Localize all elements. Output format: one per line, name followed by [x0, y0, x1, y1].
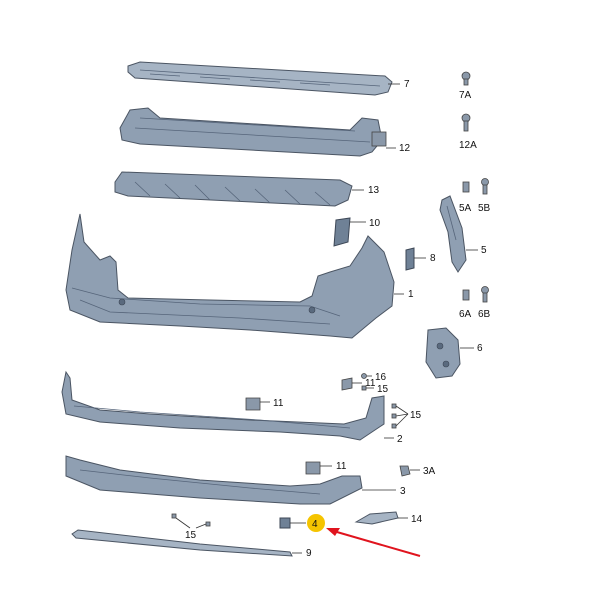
- callout-12: 12: [399, 143, 411, 154]
- callout-16: 16: [375, 372, 387, 383]
- part-8-bracket: 8: [405, 247, 436, 271]
- part-15-clip-upper: 15: [361, 384, 389, 395]
- part-7A-screw: 7A: [459, 71, 472, 101]
- part-7-upper-reinforcement: 7: [127, 61, 410, 96]
- part-3A-fastener: 3A: [399, 465, 436, 477]
- part-11-clip-lower: 11: [305, 461, 347, 475]
- part-16-clip: 16: [361, 372, 387, 383]
- callout-7A: 7A: [459, 90, 472, 101]
- part-12A-bolt: 12A: [459, 113, 477, 151]
- part-13-energy-absorber: 13: [114, 171, 380, 207]
- part-4-highlighted: 4: [279, 514, 325, 532]
- callout-11-c: 11: [336, 461, 347, 472]
- callout-3: 3: [400, 486, 406, 497]
- callout-5B: 5B: [478, 203, 491, 214]
- callout-6A: 6A: [459, 309, 472, 320]
- part-1-bumper-cover: 1: [65, 213, 414, 339]
- part-11-clip-left: 11: [245, 397, 284, 411]
- callout-15-a: 15: [377, 384, 389, 395]
- callout-1: 1: [408, 289, 414, 300]
- part-6A-fastener: 6A: [459, 289, 472, 320]
- part-5-side-bracket: 5: [439, 195, 487, 273]
- callout-4: 4: [312, 519, 318, 530]
- callout-3A: 3A: [423, 466, 436, 477]
- part-2-lower-trim: 2: [61, 370, 403, 445]
- part-15-clips-group: 15: [391, 403, 422, 429]
- part-12-bumper-beam: 12: [119, 107, 411, 157]
- callout-2: 2: [397, 434, 403, 445]
- part-6-mounting-bracket: 6: [425, 327, 483, 379]
- callout-8: 8: [430, 253, 436, 264]
- callout-15-b: 15: [410, 410, 422, 421]
- callout-7: 7: [404, 79, 410, 90]
- part-11-clip-upper: 11: [341, 377, 376, 391]
- part-10-reflector: 10: [333, 217, 381, 247]
- callout-15-c: 15: [185, 530, 197, 541]
- callout-6B: 6B: [478, 309, 491, 320]
- part-9-lower-strip: 9: [71, 529, 312, 559]
- part-15-clips-lower: 15: [171, 513, 211, 541]
- highlight-circle: [307, 514, 325, 532]
- part-5A-fastener: 5A: [459, 181, 472, 214]
- callout-9: 9: [306, 548, 312, 559]
- callout-5A: 5A: [459, 203, 472, 214]
- part-6B-fastener: 6B: [478, 286, 491, 320]
- callout-5: 5: [481, 245, 487, 256]
- callout-14: 14: [411, 514, 423, 525]
- red-pointer-arrow: [326, 528, 421, 557]
- callout-13: 13: [368, 185, 380, 196]
- callout-12A: 12A: [459, 140, 477, 151]
- part-3-diffuser: 3: [65, 455, 406, 505]
- callout-11-b: 11: [273, 398, 284, 409]
- callout-11-a: 11: [365, 378, 376, 389]
- part-5B-fastener: 5B: [478, 178, 491, 214]
- part-14-trim-strip: 14: [354, 511, 423, 525]
- callout-6: 6: [477, 343, 483, 354]
- callout-10: 10: [369, 218, 381, 229]
